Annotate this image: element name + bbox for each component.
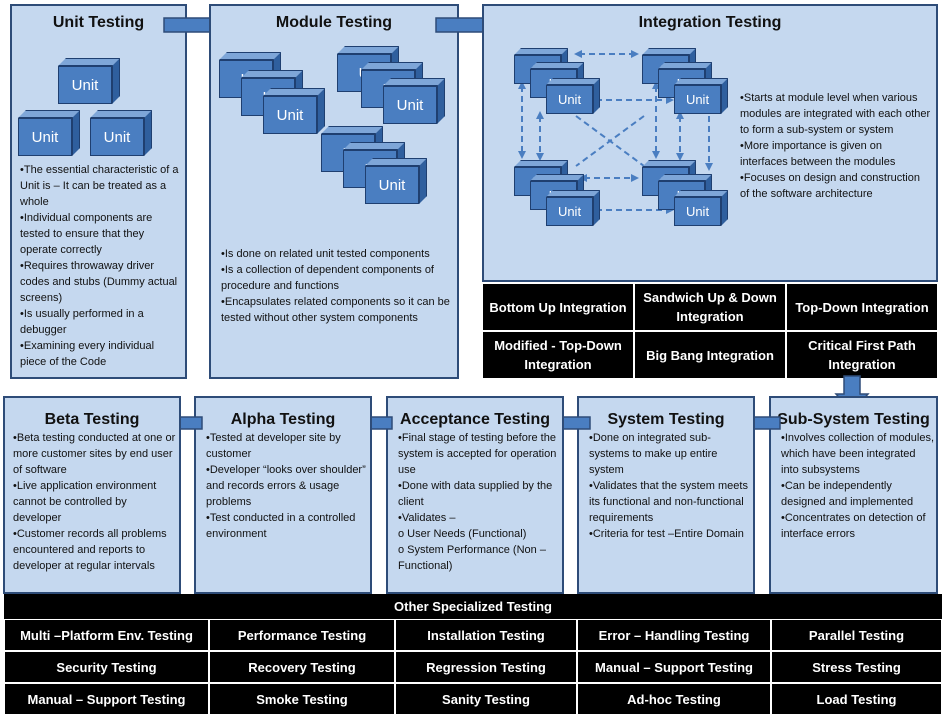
specialized-test-cell: Smoke Testing <box>209 683 395 715</box>
integration-approaches-grid: Bottom Up Integration Sandwich Up & Down… <box>482 283 938 379</box>
bullet: •Concentrates on detection of interface … <box>781 512 926 540</box>
acceptance-testing-panel: Acceptance Testing •Final stage of testi… <box>386 396 564 594</box>
approach-critical-first-path: Critical First Path Integration <box>786 331 938 379</box>
specialized-test-cell: Performance Testing <box>209 619 395 651</box>
bullet: •Customer records all problems encounter… <box>13 528 167 572</box>
integration-testing-bullets: •Starts at module level when various mod… <box>740 90 932 202</box>
approach-bottom-up: Bottom Up Integration <box>482 283 634 331</box>
bullet: •Focuses on design and construction of t… <box>740 172 920 200</box>
bullet: o System Performance (Non – Functional) <box>398 544 546 572</box>
unit-cube: Unit <box>90 110 152 156</box>
beta-testing-panel: Beta Testing •Beta testing conducted at … <box>3 396 181 594</box>
bullet: •Is usually performed in a debugger <box>20 308 144 336</box>
bullet: •Live application environment cannot be … <box>13 480 157 524</box>
specialized-testing-title: Other Specialized Testing <box>394 599 552 614</box>
specialized-test-cell: Stress Testing <box>771 651 942 683</box>
unit-cube: Unit <box>383 78 445 124</box>
bullet: •The essential characteristic of a Unit … <box>20 164 179 208</box>
bullet: •Validates that the system meets its fun… <box>589 480 748 524</box>
sub-system-testing-panel: Sub-System Testing •Involves collection … <box>769 396 938 594</box>
integration-connectors <box>518 50 713 214</box>
bullet: •Examining every individual piece of the… <box>20 340 155 368</box>
bullet: •Final stage of testing before the syste… <box>398 432 557 476</box>
system-testing-panel: System Testing •Done on integrated sub-s… <box>577 396 755 594</box>
bullet: o User Needs (Functional) <box>398 528 527 540</box>
approach-top-down: Top-Down Integration <box>786 283 938 331</box>
unit-cube: Unit <box>263 88 325 134</box>
approach-big-bang: Big Bang Integration <box>634 331 786 379</box>
module-testing-title: Module Testing <box>275 14 393 31</box>
bullet: •Is a collection of dependent components… <box>221 264 434 292</box>
specialized-test-cell: Error – Handling Testing <box>577 619 771 651</box>
unit-testing-panel: Unit Testing Unit Unit Unit •The essenti… <box>10 4 187 379</box>
bullet: •Starts at module level when various mod… <box>740 92 931 136</box>
acceptance-testing-title: Acceptance Testing <box>400 411 550 428</box>
specialized-testing-table: Other Specialized Testing Multi –Platfor… <box>4 594 942 715</box>
alpha-testing-title: Alpha Testing <box>230 411 336 428</box>
specialized-test-cell: Installation Testing <box>395 619 577 651</box>
module-testing-bullets: •Is done on related unit tested componen… <box>221 246 453 326</box>
specialized-test-cell: Sanity Testing <box>395 683 577 715</box>
approach-sandwich: Sandwich Up & Down Integration <box>634 283 786 331</box>
sub-system-testing-bullets: •Involves collection of modules, which h… <box>781 430 936 542</box>
bullet: •Criteria for test –Entire Domain <box>589 528 744 540</box>
bullet: •Done with data supplied by the client <box>398 480 553 508</box>
unit-cube: Unit <box>674 78 728 114</box>
sub-system-testing-title: Sub-System Testing <box>777 411 930 428</box>
approach-modified-top-down: Modified - Top-Down Integration <box>482 331 634 379</box>
specialized-test-cell: Ad-hoc Testing <box>577 683 771 715</box>
specialized-test-cell: Security Testing <box>4 651 209 683</box>
bullet: •Done on integrated sub-systems to make … <box>589 432 718 476</box>
bullet: •Can be independently designed and imple… <box>781 480 914 508</box>
specialized-test-cell: Regression Testing <box>395 651 577 683</box>
bullet: •Developer “looks over shoulder” and rec… <box>206 464 366 508</box>
unit-cube: Unit <box>674 190 728 226</box>
unit-cube: Unit <box>365 158 427 204</box>
unit-testing-title: Unit Testing <box>52 14 145 31</box>
integration-testing-panel: Integration Testing U <box>482 4 938 282</box>
alpha-testing-panel: Alpha Testing •Tested at developer site … <box>194 396 372 594</box>
bullet: •Encapsulates related components so it c… <box>221 296 450 324</box>
specialized-test-cell: Load Testing <box>771 683 942 715</box>
bullet: •Is done on related unit tested componen… <box>221 248 430 260</box>
bullet: •Validates – <box>398 512 456 524</box>
unit-cube: Unit <box>546 78 600 114</box>
bullet: •More importance is given on interfaces … <box>740 140 896 168</box>
specialized-test-cell: Manual – Support Testing <box>577 651 771 683</box>
bullet: •Beta testing conducted at one or more c… <box>13 432 176 476</box>
module-testing-panel: Module Testing U U Unit U U Unit U U Uni… <box>209 4 459 379</box>
specialized-test-cell: Manual – Support Testing <box>4 683 209 715</box>
specialized-test-cell: Parallel Testing <box>771 619 942 651</box>
unit-cube: Unit <box>546 190 600 226</box>
integration-testing-title: Integration Testing <box>638 14 782 31</box>
alpha-testing-bullets: •Tested at developer site by customer •D… <box>206 430 368 542</box>
unit-cube: Unit <box>58 58 120 104</box>
bullet: •Test conducted in a controlled environm… <box>206 512 356 540</box>
bullet: •Tested at developer site by customer <box>206 432 341 460</box>
beta-testing-bullets: •Beta testing conducted at one or more c… <box>13 430 177 574</box>
beta-testing-title: Beta Testing <box>44 411 140 428</box>
bullet: •Involves collection of modules, which h… <box>781 432 935 476</box>
unit-cube: Unit <box>18 110 80 156</box>
system-testing-bullets: •Done on integrated sub-systems to make … <box>589 430 751 542</box>
specialized-test-cell: Recovery Testing <box>209 651 395 683</box>
specialized-test-cell: Multi –Platform Env. Testing <box>4 619 209 651</box>
unit-testing-bullets: •The essential characteristic of a Unit … <box>20 162 182 370</box>
acceptance-testing-bullets: •Final stage of testing before the syste… <box>398 430 560 574</box>
system-testing-title: System Testing <box>607 411 725 428</box>
bullet: •Requires throwaway driver codes and stu… <box>20 260 178 304</box>
bullet: •Individual components are tested to ens… <box>20 212 153 256</box>
